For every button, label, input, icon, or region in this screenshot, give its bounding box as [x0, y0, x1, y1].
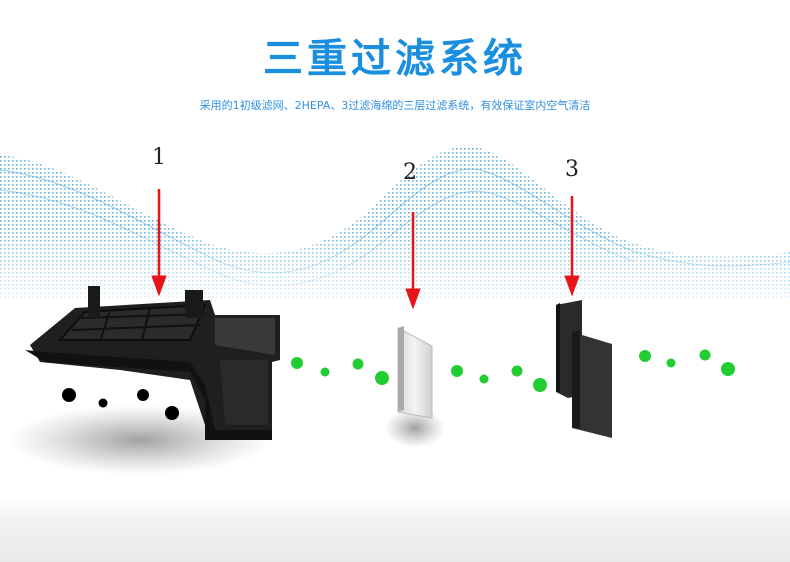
label-2: 2	[403, 160, 417, 185]
floor-background	[0, 500, 790, 562]
page-subtitle: 采用的1初级滤网、2HEPA、3过滤海绵的三层过滤系统，有效保证室内空气清洁	[199, 99, 591, 112]
hepa-filter	[397, 326, 433, 419]
label-3: 3	[565, 157, 579, 182]
primary-filter	[25, 286, 280, 440]
dust-particles	[62, 388, 179, 420]
pointer-arrows	[151, 189, 580, 310]
label-1: 1	[152, 145, 166, 170]
air-wave	[0, 146, 790, 305]
arrow-3	[564, 196, 580, 297]
arrow-1	[151, 189, 167, 297]
sponge-filter	[556, 300, 612, 438]
clean-air-particles	[291, 349, 735, 392]
page-title: 三重过滤系统	[263, 36, 527, 82]
arrow-2	[405, 212, 421, 310]
